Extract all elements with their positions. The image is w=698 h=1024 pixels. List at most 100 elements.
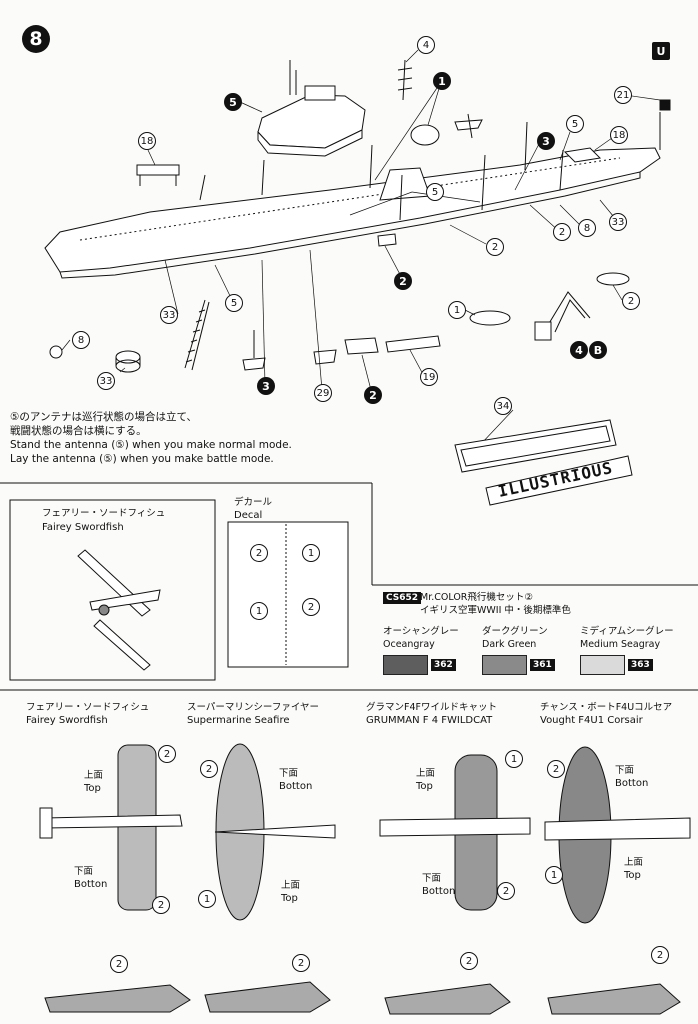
color-1-jp: オーシャングレー bbox=[383, 626, 459, 637]
aircraft-4-title-jp: チャンス・ボートF4Uコルセア bbox=[540, 702, 673, 713]
note-jp-line1: ⑤のアンテナは巡行状態の場合は立て、 bbox=[10, 411, 197, 423]
decal-mark-2-left: 2 bbox=[250, 544, 268, 562]
callout-29: 29 bbox=[314, 384, 332, 402]
seafire-plan bbox=[214, 743, 336, 921]
color-1-number: 362 bbox=[431, 659, 456, 671]
callout-1-boat: 1 bbox=[448, 301, 466, 319]
color-2-en: Dark Green bbox=[482, 639, 537, 650]
color-2-chip bbox=[482, 655, 527, 675]
color-3-jp: ミディアムシーグレー bbox=[580, 626, 674, 637]
aircraft-1-title-en: Fairey Swordfish bbox=[26, 715, 108, 726]
part-3 bbox=[242, 357, 266, 371]
callout-18-left: 18 bbox=[138, 132, 156, 150]
callout-2-b: 2 bbox=[486, 238, 504, 256]
corsair-plan bbox=[544, 746, 691, 924]
inset-swordfish-drawing bbox=[77, 549, 161, 671]
callout-b-filled: B bbox=[589, 341, 607, 359]
paint-set-subtitle: イギリス空軍WWII 中・後期標準色 bbox=[420, 605, 571, 616]
decal-title-en: Decal bbox=[234, 510, 263, 521]
callout-2-filled: 2 bbox=[394, 272, 412, 290]
aircraft-4-top-en: Top bbox=[624, 870, 641, 881]
aircraft-2-callout-b: 1 bbox=[198, 890, 216, 908]
aircraft-3-title-jp: グラマンF4Fワイルドキャット bbox=[366, 702, 497, 713]
step-number-badge: 8 bbox=[22, 25, 50, 53]
aircraft-1-bottom-jp: 下面 bbox=[74, 866, 94, 877]
callout-5-right: 5 bbox=[566, 115, 584, 133]
callout-21: 21 bbox=[614, 86, 632, 104]
aircraft-3-bottom-en: Botton bbox=[422, 886, 456, 897]
aircraft-1-callout-side: 2 bbox=[110, 955, 128, 973]
decal-sheet bbox=[227, 521, 349, 668]
decal-mark-1-left: 1 bbox=[250, 602, 268, 620]
aircraft-2-title-jp: スーパーマリンシーファイヤー bbox=[187, 702, 320, 713]
aircraft-1-top-en: Top bbox=[84, 783, 101, 794]
aircraft-4-title-en: Vought F4U1 Corsair bbox=[540, 715, 643, 726]
boat-part-2 bbox=[596, 272, 630, 286]
note-en-line1: Stand the antenna (⑤) when you make norm… bbox=[10, 439, 292, 451]
deck-antennas bbox=[199, 121, 564, 221]
callout-5-filled: 5 bbox=[224, 93, 242, 111]
callout-33-right: 33 bbox=[609, 213, 627, 231]
decal-title-jp: デカール bbox=[234, 497, 273, 508]
color-2-jp: ダークグリーン bbox=[482, 626, 548, 637]
color-1-chip bbox=[383, 655, 428, 675]
side-views bbox=[44, 981, 681, 1015]
inset-title-en: Fairey Swordfish bbox=[42, 522, 124, 533]
aircraft-2-title-en: Supermarine Seafire bbox=[187, 715, 290, 726]
callout-33-left: 33 bbox=[160, 306, 178, 324]
carrier-hull bbox=[44, 147, 661, 279]
note-en-line2: Lay the antenna (⑤) when you make battle… bbox=[10, 453, 274, 465]
aircraft-4-callout-b: 1 bbox=[545, 866, 563, 884]
callout-4-filled: 4 bbox=[570, 341, 588, 359]
island-superstructure bbox=[257, 60, 366, 157]
wildcat-plan bbox=[379, 754, 531, 911]
callout-2-lower: 2 bbox=[364, 386, 382, 404]
name-plate-part-34 bbox=[454, 419, 617, 473]
callout-18-right: 18 bbox=[610, 126, 628, 144]
callout-5-lower: 5 bbox=[225, 294, 243, 312]
aircraft-3-callout-b: 2 bbox=[497, 882, 515, 900]
callout-19: 19 bbox=[420, 368, 438, 386]
name-plate-banner bbox=[485, 455, 633, 506]
aircraft-2-callout-side: 2 bbox=[292, 954, 310, 972]
callout-5-center: 5 bbox=[426, 183, 444, 201]
aircraft-3-top-jp: 上面 bbox=[416, 768, 436, 779]
aircraft-3-top-en: Top bbox=[416, 781, 433, 792]
color-3-chip bbox=[580, 655, 625, 675]
part-1-director bbox=[410, 124, 440, 146]
callout-8-left: 8 bbox=[72, 331, 90, 349]
callout-4: 4 bbox=[417, 36, 435, 54]
note-jp-line2: 戦闘状態の場合は横にする。 bbox=[10, 425, 147, 437]
aircraft-1-top-jp: 上面 bbox=[84, 770, 104, 781]
aircraft-2-bottom-jp: 下面 bbox=[279, 768, 299, 779]
paint-set-title: Mr.COLOR飛行機セット② bbox=[420, 592, 533, 603]
crane-part-4 bbox=[534, 291, 591, 341]
part-8 bbox=[49, 345, 63, 359]
callout-8-right: 8 bbox=[578, 219, 596, 237]
aircraft-1-callout-a: 2 bbox=[158, 745, 176, 763]
callout-2-a: 2 bbox=[553, 223, 571, 241]
aircraft-3-title-en: GRUMMAN F 4 FWILDCAT bbox=[366, 715, 493, 726]
part-19 bbox=[385, 335, 441, 353]
aircraft-3-callout-a: 1 bbox=[505, 750, 523, 768]
aircraft-2-callout-a: 2 bbox=[200, 760, 218, 778]
aircraft-3-callout-side: 2 bbox=[460, 952, 478, 970]
callout-2-c: 2 bbox=[622, 292, 640, 310]
callout-34: 34 bbox=[494, 397, 512, 415]
part-18-left bbox=[136, 164, 180, 176]
aircraft-1-bottom-en: Botton bbox=[74, 879, 108, 890]
part-29 bbox=[313, 349, 337, 365]
lattice-mast-5 bbox=[184, 299, 210, 371]
color-2-number: 361 bbox=[530, 659, 555, 671]
decal-mark-1-right: 1 bbox=[302, 544, 320, 562]
aircraft-2-bottom-en: Botton bbox=[279, 781, 313, 792]
callout-3-lower: 3 bbox=[257, 377, 275, 395]
color-3-en: Medium Seagray bbox=[580, 639, 661, 650]
deck-aircraft bbox=[454, 113, 483, 139]
decal-mark-2-right: 2 bbox=[302, 598, 320, 616]
aircraft-4-callout-side: 2 bbox=[651, 946, 669, 964]
inset-frame bbox=[9, 499, 216, 681]
callout-33-lower: 33 bbox=[97, 372, 115, 390]
aircraft-4-callout-a: 2 bbox=[547, 760, 565, 778]
